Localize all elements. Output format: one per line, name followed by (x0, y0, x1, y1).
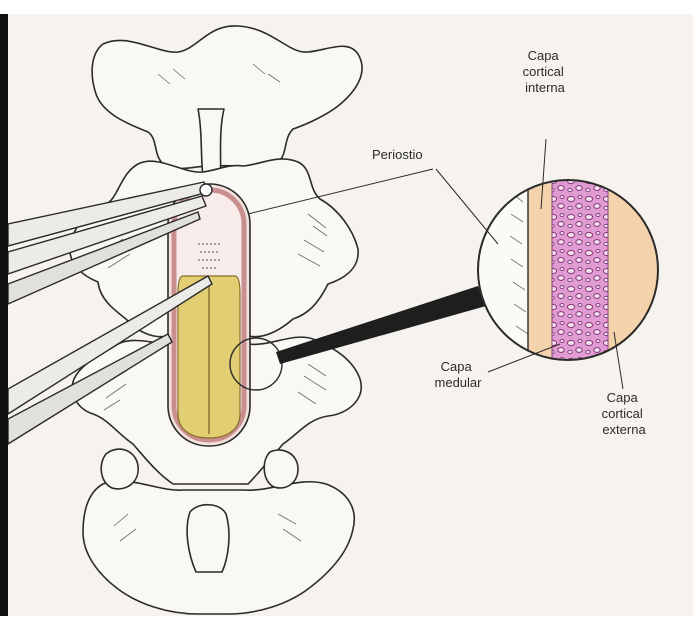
spine-bone-graft-diagram: Periostio Capa cortical interna Capa med… (8, 14, 693, 616)
label-cortical-interna-line2: cortical (523, 64, 564, 79)
left-facet-lower (101, 449, 138, 489)
label-medular-line2: medular (435, 375, 483, 390)
figure-frame: Periostio Capa cortical interna Capa med… (0, 14, 693, 616)
label-cortical-interna-line1: Capa (528, 48, 560, 63)
label-medular: Capa medular (435, 359, 483, 390)
label-cortical-externa-line3: externa (602, 422, 646, 437)
label-cortical-externa-line2: cortical (602, 406, 643, 421)
spinous-tip-bottom (187, 505, 229, 572)
forceps-tip (200, 184, 212, 196)
right-facet-lower (264, 450, 298, 488)
label-cortical-externa-line1: Capa (607, 390, 639, 405)
cortical-inner-layer (528, 180, 552, 360)
label-cortical-interna: Capa cortical interna (523, 48, 568, 95)
upper-vertebra (92, 26, 362, 169)
medullary-layer (552, 180, 608, 360)
label-medular-line1: Capa (441, 359, 473, 374)
label-periostio: Periostio (372, 147, 423, 162)
leader-periostio-inset (436, 169, 498, 244)
label-cortical-interna-line3: interna (525, 80, 566, 95)
label-cortical-externa: Capa cortical externa (602, 390, 647, 437)
